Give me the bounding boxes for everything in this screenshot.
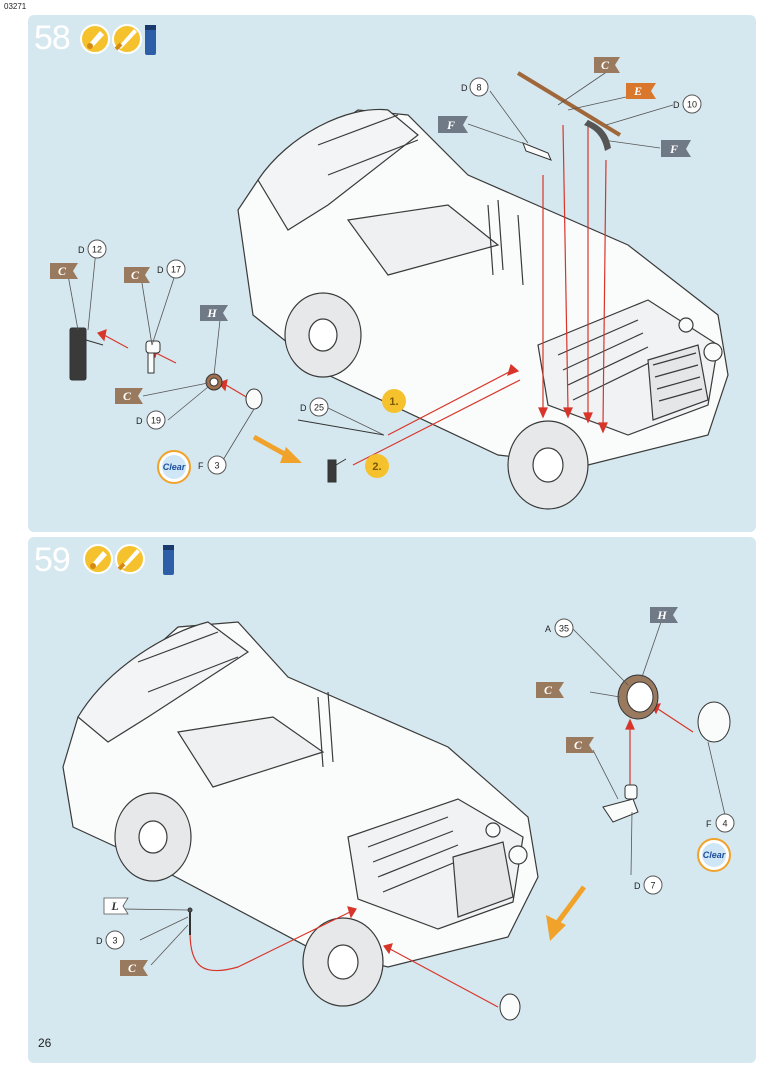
clear-paint-icon [145, 25, 156, 55]
svg-text:Clear: Clear [703, 850, 726, 860]
color-flag-c: C [124, 267, 150, 283]
part-callout-d8: D 8 [461, 77, 489, 97]
svg-text:3: 3 [214, 461, 219, 471]
svg-text:25: 25 [314, 403, 324, 413]
svg-text:8: 8 [476, 83, 481, 93]
small-parts [187, 674, 731, 1021]
svg-text:35: 35 [559, 624, 569, 634]
leader-lines [67, 70, 674, 466]
clear-badge: Clear [157, 450, 191, 484]
svg-text:F: F [669, 142, 678, 156]
color-flags: C E F F C C H [50, 57, 691, 404]
clear-badge: Clear [697, 838, 731, 872]
step-number: 59 [34, 541, 71, 579]
svg-text:C: C [131, 268, 140, 282]
svg-text:F: F [198, 461, 204, 471]
svg-text:D: D [461, 83, 468, 93]
color-flag-c: C [594, 57, 620, 73]
vehicle-drawing [237, 108, 729, 510]
glue-icon [80, 24, 110, 54]
svg-text:C: C [601, 58, 610, 72]
part-callout-d10: D 10 [673, 94, 702, 114]
color-flag-c: C [566, 737, 594, 753]
color-flag-h: H [650, 607, 678, 623]
svg-text:C: C [123, 389, 132, 403]
svg-text:C: C [58, 264, 67, 278]
direction-arrow [252, 434, 302, 463]
substep-1: 1. [382, 389, 406, 413]
document-code: 03271 [4, 2, 27, 11]
svg-text:D: D [300, 403, 307, 413]
svg-text:12: 12 [92, 245, 102, 255]
svg-text:D: D [157, 265, 164, 275]
svg-text:10: 10 [687, 100, 697, 110]
color-flag-f: F [438, 116, 468, 133]
part-callout-f3: F 3 [198, 455, 227, 475]
color-flag-c: C [115, 388, 143, 404]
clear-paint-icon [163, 545, 174, 575]
part-callouts: A 35 F 4 D 7 D 3 [96, 618, 735, 950]
step-58-drawing: D 8 D 10 D 12 D 17 D 19 [50, 24, 729, 510]
step-59-panel: 59 [28, 537, 756, 1063]
svg-text:D: D [96, 936, 103, 946]
svg-text:Clear: Clear [163, 462, 186, 472]
svg-text:C: C [544, 683, 553, 697]
svg-text:E: E [633, 84, 642, 98]
color-flag-l: L [103, 897, 129, 915]
step-58-panel: 58 [28, 15, 756, 532]
part-callout-d25: D 25 [300, 397, 329, 417]
page-number: 26 [38, 1036, 52, 1050]
svg-text:4: 4 [722, 819, 727, 829]
brush-icon [112, 24, 142, 54]
svg-text:F: F [706, 819, 712, 829]
color-flag-h: H [200, 305, 228, 321]
color-flag-c: C [50, 263, 78, 279]
vehicle-drawing [62, 621, 539, 1007]
svg-text:C: C [574, 738, 583, 752]
svg-text:3: 3 [112, 936, 117, 946]
assembly-arrows [189, 703, 694, 1008]
part-callout-d3: D 3 [96, 930, 125, 950]
color-flags: H C C L C [103, 607, 678, 976]
svg-text:A: A [545, 624, 551, 634]
svg-text:D: D [136, 416, 143, 426]
color-flag-c: C [120, 960, 148, 976]
part-callout-a35: A 35 [545, 618, 574, 638]
brush-icon [115, 544, 145, 574]
color-flag-c: C [536, 682, 564, 698]
svg-text:H: H [656, 608, 667, 622]
part-callouts: D 8 D 10 D 12 D 17 D 19 [78, 77, 702, 475]
svg-text:D: D [78, 245, 85, 255]
part-callout-d17: D 17 [157, 259, 186, 279]
part-callout-d7: D 7 [634, 875, 663, 895]
svg-text:7: 7 [650, 881, 655, 891]
svg-text:2.: 2. [372, 461, 381, 473]
substep-2: 2. [365, 454, 389, 478]
part-callout-d19: D 19 [136, 410, 166, 430]
svg-text:H: H [206, 306, 217, 320]
color-flag-f: F [661, 140, 691, 157]
part-callout-f4: F 4 [706, 813, 735, 833]
svg-text:F: F [446, 118, 455, 132]
step-59-drawing: A 35 F 4 D 7 D 3 H [62, 544, 735, 1021]
pickaxe-drawing [516, 71, 622, 151]
svg-text:19: 19 [151, 416, 161, 426]
leader-lines [122, 621, 726, 966]
glue-icon [83, 544, 113, 574]
svg-text:L: L [110, 899, 118, 913]
svg-text:D: D [634, 881, 641, 891]
svg-text:1.: 1. [389, 396, 398, 408]
substep-markers: 1. 2. [365, 389, 406, 478]
color-flag-e: E [626, 83, 656, 99]
svg-text:17: 17 [171, 265, 181, 275]
part-callout-d12: D 12 [78, 239, 107, 259]
svg-text:C: C [128, 961, 137, 975]
svg-text:D: D [673, 100, 680, 110]
step-number: 58 [34, 19, 71, 57]
direction-arrow [546, 885, 587, 941]
